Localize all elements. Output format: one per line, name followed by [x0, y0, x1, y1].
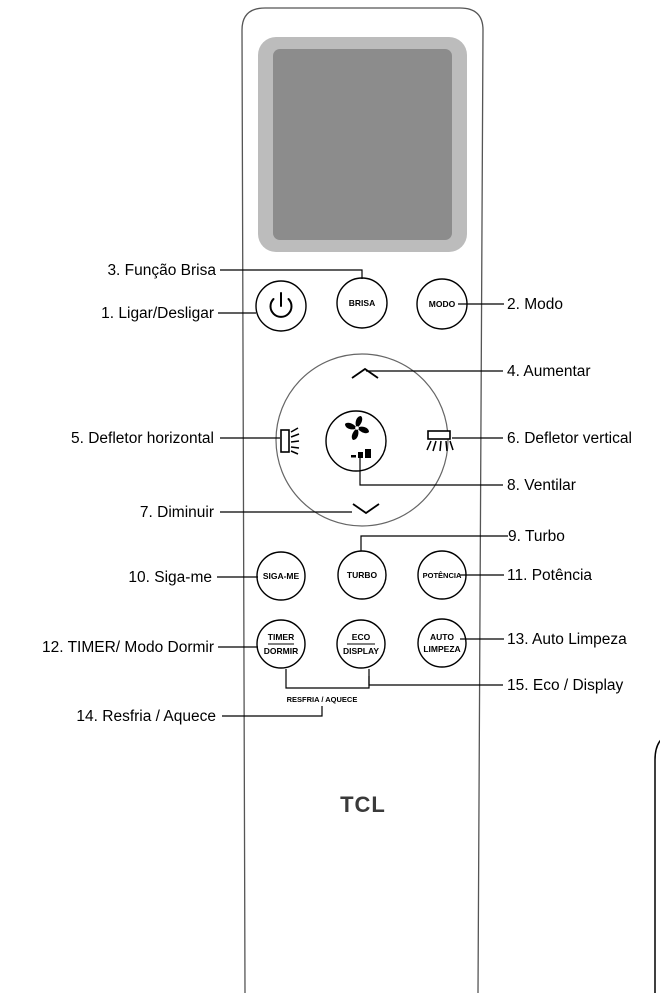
- callout-1: 1. Ligar/Desligar: [101, 305, 214, 322]
- callout-4: 4. Aumentar: [507, 363, 591, 380]
- auto-button-label-bottom: LIMPEZA: [423, 644, 460, 654]
- callout-9: 9. Turbo: [508, 528, 565, 545]
- callout-15: 15. Eco / Display: [507, 677, 624, 694]
- fan-icon: [345, 416, 369, 440]
- eco-button-label-bottom: DISPLAY: [343, 646, 379, 656]
- timer-button-label-bottom: DORMIR: [264, 646, 298, 656]
- callout-2: 2. Modo: [507, 296, 563, 313]
- callout-line-14: [222, 706, 323, 717]
- callout-6: 6. Defletor vertical: [507, 430, 632, 447]
- turbo-button[interactable]: TURBO: [337, 550, 387, 600]
- modo-button-label: MODO: [429, 299, 456, 309]
- brisa-button-label: BRISA: [349, 298, 375, 308]
- callout-line-3: [220, 269, 363, 279]
- potencia-button-label: POTÊNCIA: [423, 571, 462, 580]
- brisa-button[interactable]: BRISA: [336, 277, 388, 329]
- eco-display-button[interactable]: ECO DISPLAY: [336, 619, 386, 669]
- timer-button[interactable]: TIMER DORMIR: [256, 619, 306, 669]
- callout-10: 10. Siga-me: [128, 569, 212, 586]
- lcd-screen: [273, 49, 452, 240]
- timer-button-label-top: TIMER: [268, 632, 294, 642]
- callout-line-8: [359, 458, 503, 486]
- callout-line-15: [368, 676, 503, 686]
- siga-me-button[interactable]: SIGA-ME: [256, 551, 306, 601]
- callout-line-9: [360, 535, 508, 551]
- power-button[interactable]: [255, 280, 307, 332]
- power-icon: [269, 292, 293, 318]
- callout-7: 7. Diminuir: [140, 504, 214, 521]
- turbo-button-label: TURBO: [347, 570, 378, 580]
- down-arrow-icon[interactable]: [352, 503, 380, 515]
- callout-13: 13. Auto Limpeza: [507, 631, 627, 648]
- callout-12: 12. TIMER/ Modo Dormir: [42, 639, 214, 656]
- side-device-edge: [654, 739, 660, 993]
- callout-11: 11. Potência: [507, 567, 592, 584]
- fan-speed-icon: [351, 449, 371, 458]
- resfria-aquece-label: RESFRIA / AQUECE: [287, 695, 358, 704]
- auto-button-label-top: AUTO: [430, 632, 454, 642]
- up-arrow-icon[interactable]: [351, 367, 379, 379]
- potencia-button[interactable]: POTÊNCIA: [417, 550, 467, 600]
- siga-me-button-label: SIGA-ME: [263, 571, 300, 581]
- callout-5: 5. Defletor horizontal: [71, 430, 214, 447]
- eco-button-label-top: ECO: [352, 632, 371, 642]
- horizontal-deflector-icon[interactable]: [280, 427, 300, 455]
- fan-button[interactable]: [325, 410, 387, 472]
- callout-8: 8. Ventilar: [507, 477, 576, 494]
- callout-14: 14. Resfria / Aquece: [76, 708, 216, 725]
- callout-3: 3. Função Brisa: [107, 262, 216, 279]
- vertical-deflector-icon[interactable]: [426, 430, 454, 452]
- tcl-logo: TCL: [340, 792, 386, 817]
- auto-limpeza-button[interactable]: AUTO LIMPEZA: [417, 618, 467, 668]
